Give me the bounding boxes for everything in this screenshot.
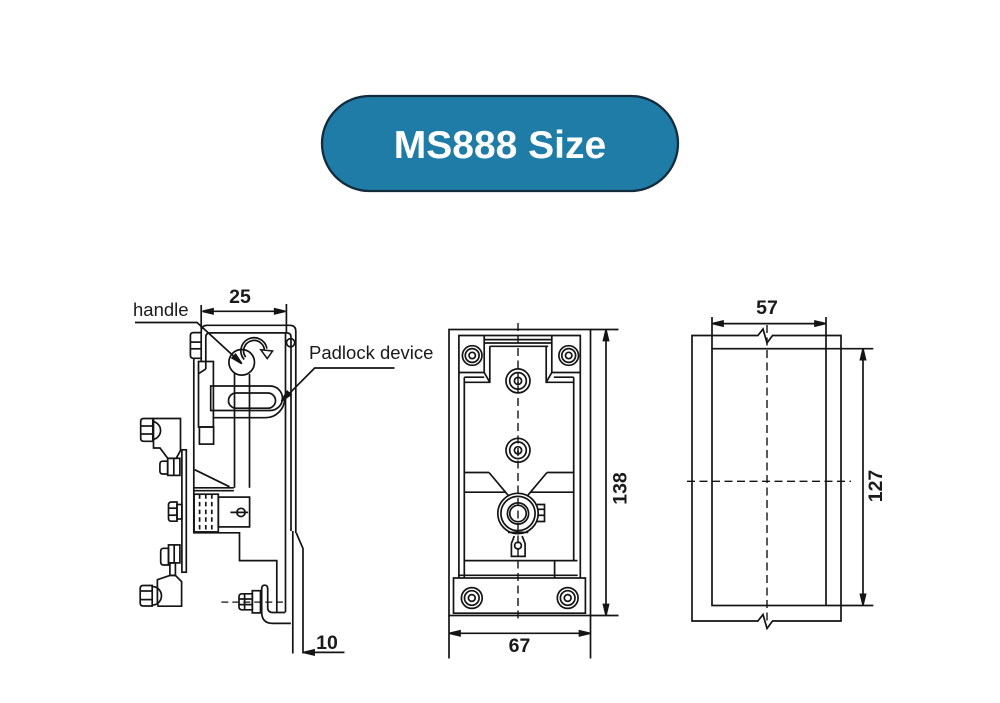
svg-text:Padlock device: Padlock device [309,342,433,363]
svg-text:MS888 Size: MS888 Size [394,124,606,167]
svg-text:127: 127 [865,470,887,503]
svg-text:10: 10 [316,632,338,654]
svg-text:handle: handle [133,299,189,320]
svg-text:25: 25 [229,286,251,308]
svg-text:67: 67 [509,635,531,657]
svg-text:57: 57 [756,297,778,319]
svg-text:138: 138 [610,472,632,505]
